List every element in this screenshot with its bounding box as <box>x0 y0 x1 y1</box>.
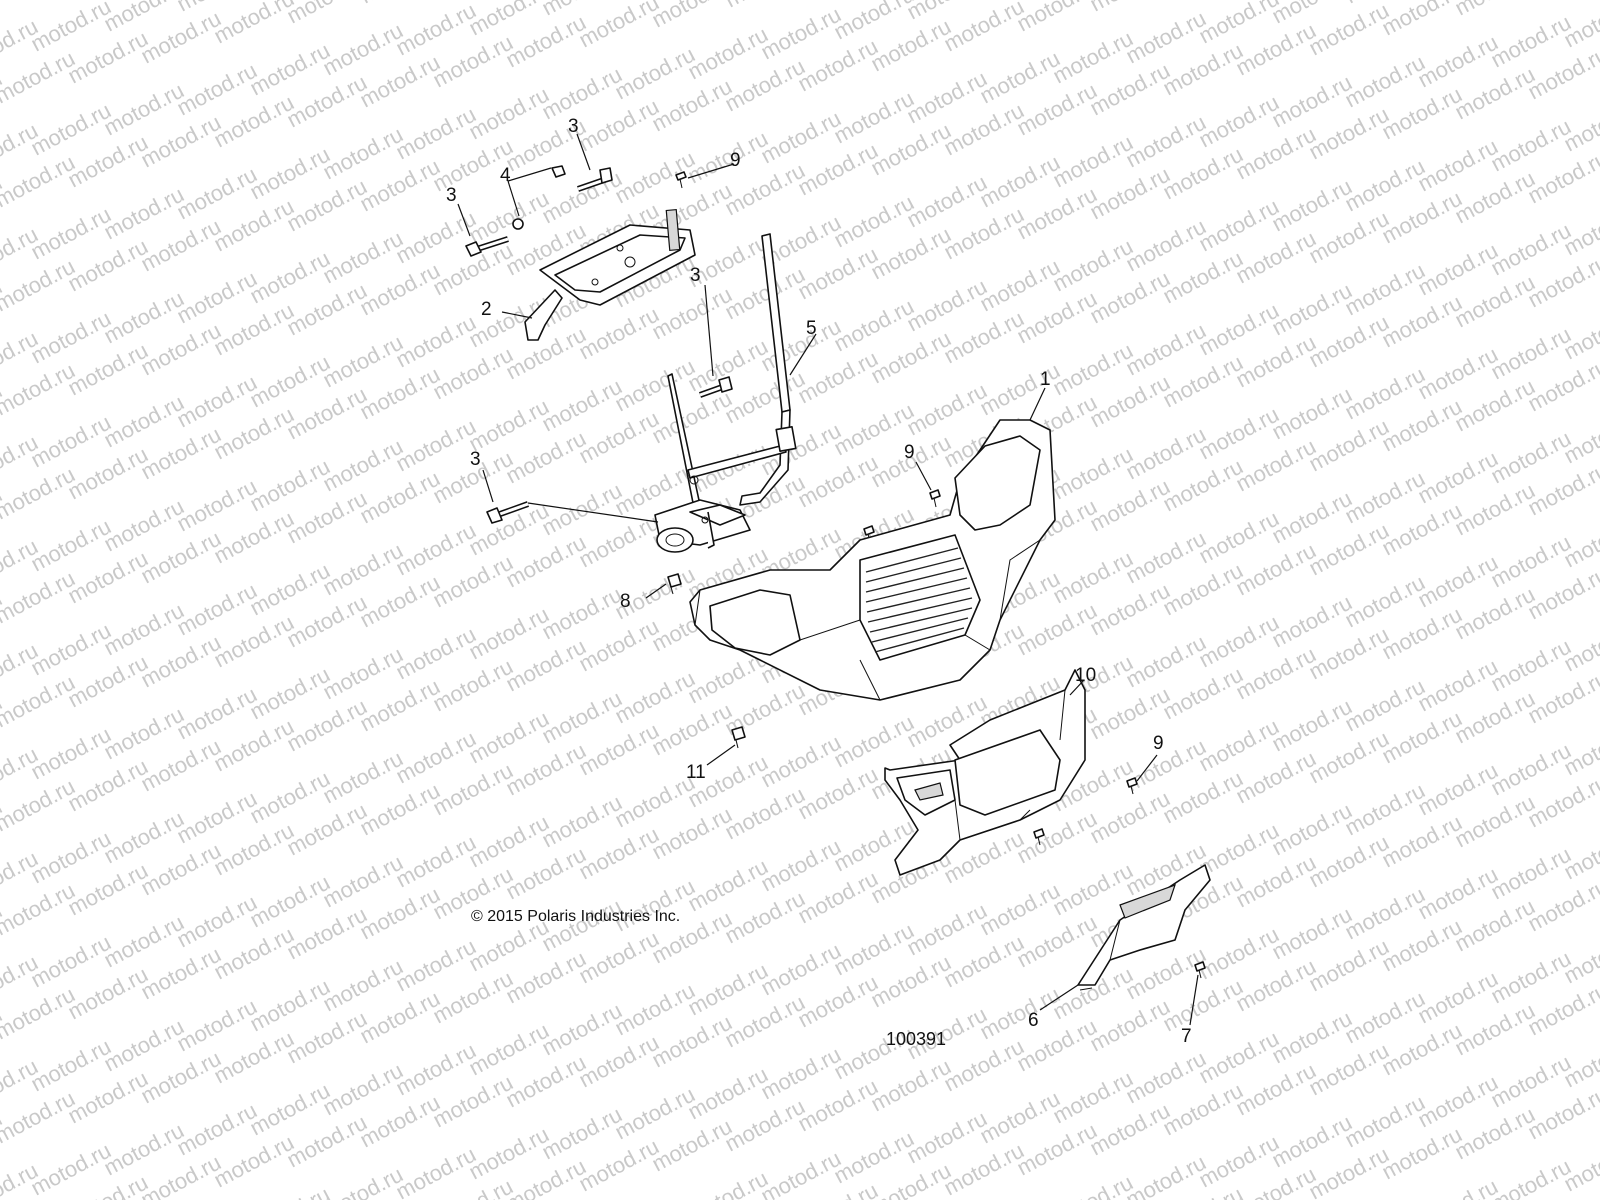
watermark-text: motod.ru <box>684 1166 772 1200</box>
fasteners-top <box>465 165 687 257</box>
watermark-text: motod.ru <box>575 0 663 52</box>
callout-9-top: 9 <box>730 150 741 171</box>
watermark-text: motod.ru <box>1451 0 1539 20</box>
callout-8: 8 <box>620 591 631 612</box>
frame-mount-part-5 <box>654 233 797 553</box>
watermark-text: motod.ru <box>392 1142 480 1200</box>
callout-3-mid: 3 <box>690 265 701 286</box>
watermark-text: motod.ru <box>940 0 1028 56</box>
watermark-text: motod.ru <box>0 0 79 4</box>
watermark-text: motod.ru <box>283 0 371 28</box>
skid-plate-part-6 <box>1077 864 1211 991</box>
callout-3-top: 3 <box>568 116 579 137</box>
callout-7: 7 <box>1181 1026 1192 1047</box>
callout-9-lower: 9 <box>1153 733 1164 754</box>
watermark-text: motod.ru <box>246 1182 334 1200</box>
callout-1: 1 <box>1040 369 1051 390</box>
leader-lines <box>457 133 1199 1026</box>
watermark-text: motod.ru <box>648 0 736 32</box>
watermark-text: motod.ru <box>1305 0 1393 60</box>
callout-labels: 1 2 3 3 3 3 4 5 6 7 8 9 9 9 10 11 <box>446 116 1192 1047</box>
callout-3-top-left: 3 <box>446 185 457 206</box>
callout-2: 2 <box>481 299 492 320</box>
fasteners-mid <box>486 376 941 595</box>
callout-4: 4 <box>500 165 511 186</box>
watermark-text: motod.ru <box>1013 0 1101 36</box>
copyright-notice: © 2015 Polaris Industries Inc. <box>471 908 680 925</box>
callout-9-mid: 9 <box>904 442 915 463</box>
callout-6: 6 <box>1028 1010 1039 1031</box>
grille-mesh <box>865 547 973 653</box>
callout-11: 11 <box>686 762 706 783</box>
watermark-text: motod.ru <box>356 0 444 8</box>
bracket-part-2 <box>524 208 696 341</box>
front-grille-part-1 <box>689 419 1056 701</box>
fasteners-lower <box>731 726 1206 979</box>
watermark-text: motod.ru <box>1378 0 1466 40</box>
callout-10: 10 <box>1075 665 1096 686</box>
watermark-text: motod.ru <box>757 1146 845 1200</box>
lower-bumper-part-10 <box>884 669 1086 876</box>
callout-3-left: 3 <box>470 449 481 470</box>
watermark-text: motod.ru <box>721 0 809 12</box>
callout-5: 5 <box>806 318 817 339</box>
watermark-text: motod.ru <box>1086 0 1174 16</box>
drawing-number: 100391 <box>886 1029 946 1049</box>
